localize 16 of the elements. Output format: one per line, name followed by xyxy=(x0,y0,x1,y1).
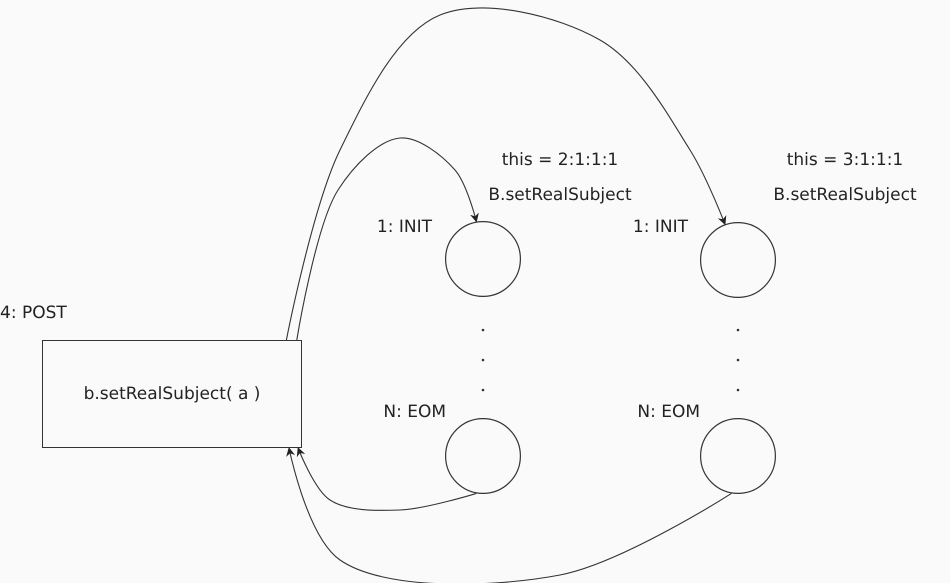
node-heading: 4: POST xyxy=(0,303,67,323)
process-box: b.setRealSubject( a ) xyxy=(42,340,302,448)
state-label: 1: INIT xyxy=(376,217,432,237)
state-circle xyxy=(445,418,521,494)
arrow xyxy=(296,447,477,511)
arrow xyxy=(296,137,479,340)
state-circle xyxy=(445,221,521,297)
arrow xyxy=(286,447,732,583)
state-label: N: EOM xyxy=(636,402,700,422)
arrow xyxy=(286,8,726,340)
state-label: N: EOM xyxy=(382,402,446,422)
state-circle xyxy=(700,418,776,494)
state-annotation: this = 3:1:1:1 B.setRealSubject xyxy=(772,149,918,207)
state-circle xyxy=(700,222,776,298)
state-annotation: this = 2:1:1:1 B.setRealSubject xyxy=(487,149,633,207)
state-label: 1: INIT xyxy=(632,217,688,237)
